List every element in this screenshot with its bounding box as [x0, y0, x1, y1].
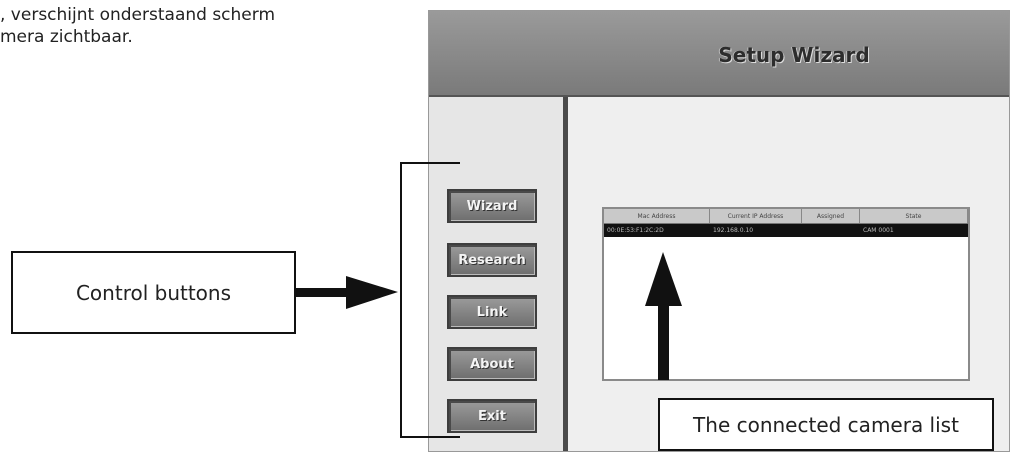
camera-list-header: Mac Address Current IP Address Assigned …	[604, 209, 968, 224]
column-header-mac[interactable]: Mac Address	[604, 209, 710, 223]
control-buttons-bracket	[400, 162, 460, 438]
main-panel: Mac Address Current IP Address Assigned …	[568, 97, 1009, 451]
intro-text: , verschijnt onderstaand scherm mera zic…	[0, 4, 275, 48]
research-button[interactable]: Research	[447, 243, 537, 277]
cell-ip: 192.168.0.10	[713, 227, 754, 234]
wizard-button[interactable]: Wizard	[447, 189, 537, 223]
window-title: Setup Wizard	[718, 43, 870, 67]
callout-control-buttons: Control buttons	[11, 251, 296, 334]
camera-list-row[interactable]: 00:0E:53:F1:2C:2D 192.168.0.10 CAM 0001	[604, 224, 968, 237]
panel-divider	[563, 97, 568, 451]
setup-wizard-window: Setup Wizard Wizard Research Link About …	[428, 10, 1010, 452]
exit-button[interactable]: Exit	[447, 399, 537, 433]
about-button[interactable]: About	[447, 347, 537, 381]
intro-line-2: mera zichtbaar.	[0, 27, 133, 47]
arrow-up-icon	[645, 252, 682, 380]
control-panel: Wizard Research Link About Exit	[429, 97, 563, 451]
column-header-assigned[interactable]: Assigned	[802, 209, 860, 223]
cell-mac: 00:0E:53:F1:2C:2D	[607, 227, 664, 234]
arrow-right-icon	[296, 276, 398, 309]
column-header-ip[interactable]: Current IP Address	[710, 209, 802, 223]
window-titlebar: Setup Wizard	[429, 11, 1009, 97]
cell-state: CAM 0001	[863, 227, 894, 234]
callout-camera-list: The connected camera list	[658, 398, 994, 451]
link-button[interactable]: Link	[447, 295, 537, 329]
intro-line-1: , verschijnt onderstaand scherm	[0, 5, 276, 25]
column-header-state[interactable]: State	[860, 209, 968, 223]
